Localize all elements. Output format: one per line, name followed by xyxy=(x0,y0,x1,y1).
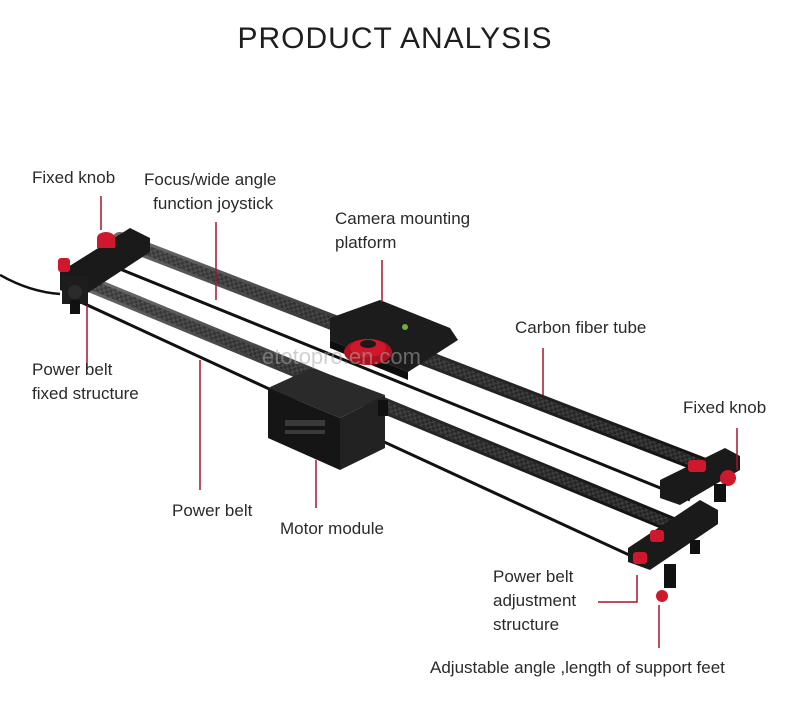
label-fixed-knob-right: Fixed knob xyxy=(683,396,766,420)
leader-lines xyxy=(86,196,738,648)
watermark: etotopro.en.com xyxy=(262,344,421,369)
label-support-feet: Adjustable angle ,length of support feet xyxy=(430,656,725,680)
label-text: platform xyxy=(335,233,397,252)
label-text: Focus/wide angle xyxy=(144,170,277,189)
label-text: fixed structure xyxy=(32,384,139,403)
label-text: Adjustable angle ,length of support feet xyxy=(430,658,725,677)
label-text: structure xyxy=(493,615,560,634)
label-text: Carbon fiber tube xyxy=(515,318,647,337)
label-text: Power belt xyxy=(32,360,113,379)
camera-mounting-platform xyxy=(330,300,458,380)
label-carbon-tube: Carbon fiber tube xyxy=(515,316,646,340)
page-title: PRODUCT ANALYSIS xyxy=(237,22,553,55)
label-text: Power belt xyxy=(493,567,574,586)
label-text: Fixed knob xyxy=(32,168,116,187)
motor-module xyxy=(268,368,388,470)
right-end-bracket xyxy=(628,448,740,602)
label-text: function joystick xyxy=(153,194,274,213)
label-motor-module: Motor module xyxy=(280,517,384,541)
left-end-bracket xyxy=(58,228,150,314)
label-power-belt-adjustment: Power belt adjustment structure xyxy=(493,565,576,637)
label-text: Power belt xyxy=(172,501,253,520)
label-text: adjustment xyxy=(493,591,577,610)
label-camera-platform: Camera mounting platform xyxy=(335,207,470,255)
power-cable xyxy=(0,273,61,296)
label-joystick: Focus/wide angle function joystick xyxy=(144,168,276,216)
label-power-belt-fixed: Power belt fixed structure xyxy=(32,358,139,406)
label-text: Motor module xyxy=(280,519,384,538)
label-text: Fixed knob xyxy=(683,398,767,417)
label-text: Camera mounting xyxy=(335,209,471,228)
label-power-belt: Power belt xyxy=(172,499,252,523)
label-fixed-knob-left: Fixed knob xyxy=(32,166,115,190)
